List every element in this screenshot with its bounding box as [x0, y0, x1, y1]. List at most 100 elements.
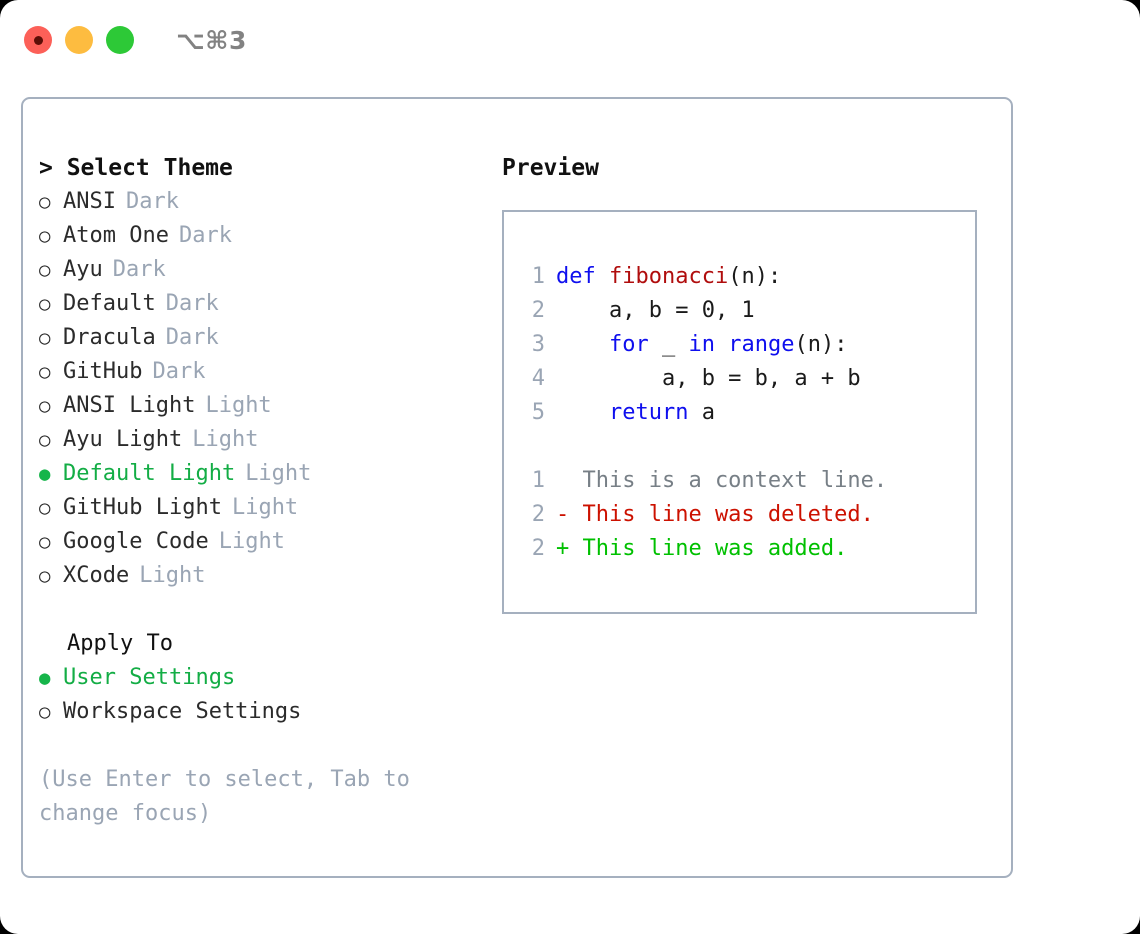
apply-to-list[interactable]: ● User Settings ○ Workspace Settings	[39, 661, 469, 729]
diff-text-add: + This line was added.	[556, 536, 848, 561]
line-number: 1	[531, 264, 545, 289]
code-text: return a	[556, 396, 715, 430]
diff-line: 2+ This line was added.	[504, 532, 975, 566]
line-number: 4	[531, 366, 545, 391]
code-line: 2 a, b = 0, 1	[504, 294, 975, 328]
radio-unselected-icon[interactable]: ○	[39, 191, 51, 213]
code-token: fibonacci	[608, 264, 729, 289]
line-number: 2	[531, 502, 545, 527]
apply-to-title: Apply To	[67, 631, 173, 656]
theme-mode-badge: Light	[205, 393, 272, 418]
theme-list-item[interactable]: ○ XCode Light	[39, 559, 469, 593]
code-text: a, b = b, a + b	[556, 362, 861, 396]
apply-to-item[interactable]: ● User Settings	[39, 661, 469, 695]
code-text: def fibonacci(n):	[556, 260, 781, 294]
code-token	[556, 400, 609, 425]
close-button[interactable]	[24, 26, 52, 54]
theme-name: Ayu Light	[63, 427, 183, 452]
radio-unselected-icon[interactable]: ○	[39, 225, 51, 247]
theme-name: Default	[63, 291, 156, 316]
theme-mode-badge: Light	[139, 563, 206, 588]
line-number: 1	[531, 468, 545, 493]
theme-mode-badge: Light	[245, 461, 312, 486]
keyboard-shortcut-label: ⌥⌘3	[176, 25, 247, 55]
radio-unselected-icon[interactable]: ○	[39, 531, 51, 553]
theme-list-item[interactable]: ○ Google Code Light	[39, 525, 469, 559]
radio-unselected-icon[interactable]: ○	[39, 259, 51, 281]
line-number: 2	[531, 298, 545, 323]
code-token: for	[608, 332, 649, 357]
preview-title: Preview	[502, 155, 599, 181]
theme-name: ANSI	[63, 189, 116, 214]
diff-line: 1 This is a context line.	[504, 464, 975, 498]
theme-picker-header: > Select Theme	[39, 155, 233, 181]
theme-name: Google Code	[63, 529, 209, 554]
code-line: 1 def fibonacci(n):	[504, 260, 975, 294]
theme-mode-badge: Dark	[178, 223, 232, 248]
apply-to-item[interactable]: ○ Workspace Settings	[39, 695, 469, 729]
diff-sample: 1 This is a context line. 2 - This line wa…	[504, 464, 975, 566]
minimize-button[interactable]	[65, 26, 93, 54]
theme-mode-badge: Dark	[125, 189, 179, 214]
diff-line: 2 - This line was deleted.	[504, 498, 975, 532]
diff-text-ctx: This is a context line.	[556, 468, 888, 493]
radio-unselected-icon[interactable]: ○	[39, 395, 51, 417]
diff-text-del: - This line was deleted.	[556, 502, 874, 527]
radio-unselected-icon[interactable]: ○	[39, 361, 51, 383]
theme-mode-badge: Light	[218, 529, 285, 554]
code-text: for _ in range(n):	[556, 328, 847, 362]
radio-unselected-icon[interactable]: ○	[39, 701, 51, 723]
theme-name: Ayu	[63, 257, 103, 282]
theme-name: XCode	[63, 563, 130, 588]
code-token: a, b = 0, 1	[556, 298, 755, 323]
theme-mode-badge: Light	[231, 495, 299, 520]
code-token: (n):	[794, 332, 848, 357]
code-token: (n):	[728, 264, 782, 289]
code-token: range	[728, 332, 795, 357]
radio-unselected-icon[interactable]: ○	[39, 327, 51, 349]
code-token: _	[648, 332, 689, 357]
zoom-button[interactable]	[106, 26, 134, 54]
theme-mode-badge: Dark	[152, 359, 206, 384]
apply-to-label: User Settings	[63, 665, 236, 690]
radio-unselected-icon[interactable]: ○	[39, 293, 51, 315]
theme-name: GitHub Light	[63, 495, 222, 520]
radio-selected-icon[interactable]: ●	[39, 667, 51, 689]
theme-list-item[interactable]: ○ GitHub Dark	[39, 355, 469, 389]
theme-list-item[interactable]: ○ ANSI Light Light	[39, 389, 469, 423]
radio-unselected-icon[interactable]: ○	[39, 429, 51, 451]
code-token: def	[556, 264, 609, 289]
code-token	[556, 332, 609, 357]
radio-unselected-icon[interactable]: ○	[39, 497, 51, 519]
theme-name: Atom One	[63, 223, 169, 248]
title-bar: ⌥⌘3	[0, 0, 1140, 80]
theme-list-item[interactable]: ○ ANSI Dark	[39, 185, 469, 219]
theme-name: GitHub	[63, 359, 143, 384]
record-indicator-icon	[33, 35, 43, 45]
radio-unselected-icon[interactable]: ○	[39, 565, 51, 587]
line-number: 5	[531, 400, 545, 425]
theme-list-item[interactable]: ○ GitHub Light Light	[39, 491, 469, 525]
theme-mode-badge: Dark	[165, 325, 219, 350]
code-line: 5 return a	[504, 396, 975, 430]
code-token	[715, 332, 728, 357]
apply-to-label: Workspace Settings	[63, 699, 302, 724]
code-token: a	[688, 400, 715, 425]
code-diff-spacer	[504, 430, 975, 464]
apply-to-section: Apply To ● User Settings ○ Workspace Settin…	[39, 627, 469, 729]
theme-list-item[interactable]: ○ Atom One Dark	[39, 219, 469, 253]
theme-name: ANSI Light	[63, 393, 196, 418]
code-line: 4 a, b = b, a + b	[504, 362, 975, 396]
radio-selected-icon[interactable]: ●	[39, 463, 51, 485]
